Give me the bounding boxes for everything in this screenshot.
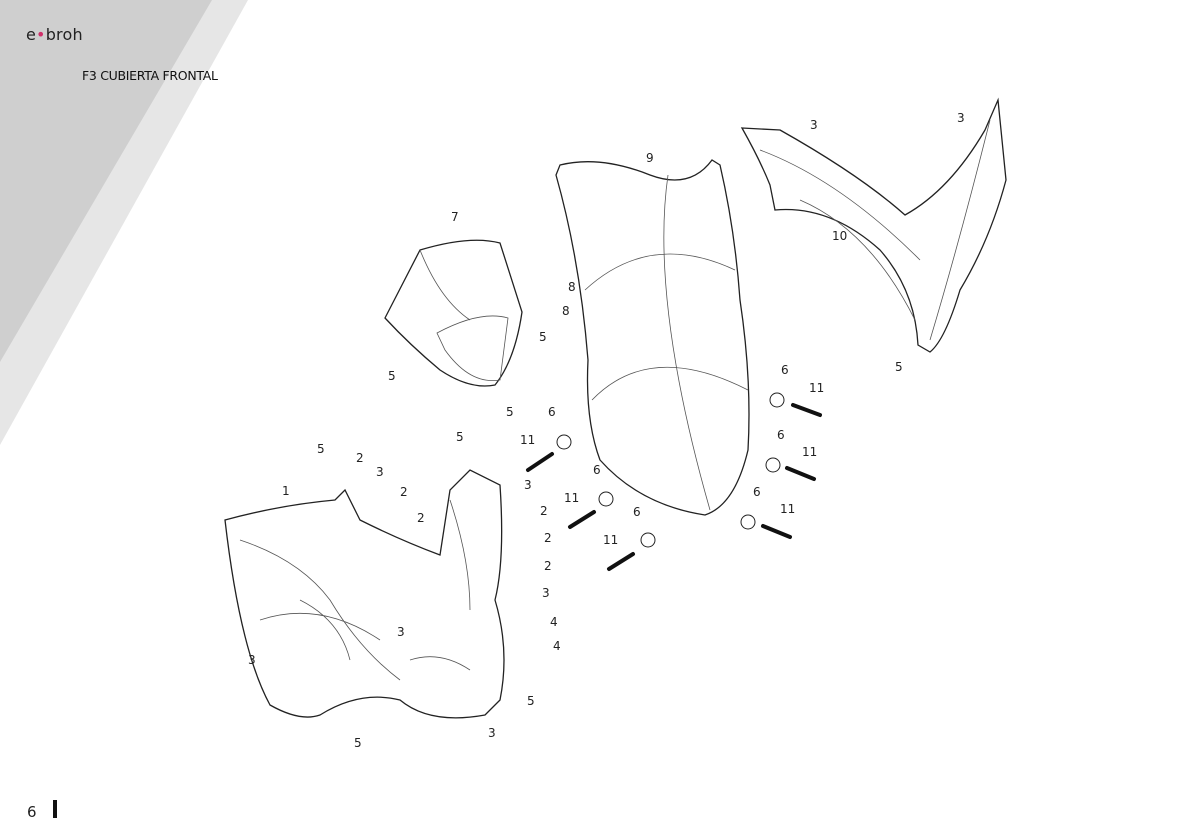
callout-label: 5 [527,694,535,708]
callout-label: 3 [248,653,256,667]
callout-label: 3 [957,111,965,125]
callout-label: 4 [550,615,558,629]
callout-label: 2 [540,504,548,518]
callout-label: 5 [895,360,903,374]
callout-label: 11 [564,491,579,505]
callout-label: 11 [802,445,817,459]
bolts [526,403,822,571]
callout-label: 5 [388,369,396,383]
callout-label: 6 [777,428,785,442]
section-title: F3 CUBIERTA FRONTAL [82,68,218,83]
washers [556,392,785,548]
callout-label: 8 [562,304,570,318]
page-number-bar [53,800,57,818]
callout-label: 11 [520,433,535,447]
callout-label: 11 [603,533,618,547]
callout-label: 6 [781,363,789,377]
callout-label: 3 [542,586,550,600]
page-number: 6 [27,803,37,821]
callout-label: 9 [646,151,654,165]
callout-label: 5 [354,736,362,750]
callout-label: 3 [488,726,496,740]
callout-label: 3 [397,625,405,639]
callout-label: 2 [400,485,408,499]
part-front-cover [224,469,505,719]
callout-label: 2 [544,531,552,545]
callout-label: 3 [810,118,818,132]
callout-label: 5 [506,405,514,419]
callout-label: 6 [633,505,641,519]
callout-label: 6 [548,405,556,419]
callout-label: 2 [417,511,425,525]
callout-label: 2 [544,559,552,573]
callout-labels: 1 2 2 2 2 2 2 3 3 3 3 3 3 3 3 4 4 5 5 5 … [248,111,965,750]
brand-logo: e•broh [26,25,83,44]
callout-label: 5 [317,442,325,456]
callout-label: 4 [553,639,561,653]
callout-label: 11 [780,502,795,516]
part-windshield [555,159,750,516]
callout-label: 6 [593,463,601,477]
callout-label: 1 [282,484,290,498]
callout-label: 11 [809,381,824,395]
callout-label: 7 [451,210,459,224]
callout-label: 5 [539,330,547,344]
callout-label: 6 [753,485,761,499]
callout-label: 10 [832,229,847,243]
callout-label: 2 [356,451,364,465]
part-visor [384,239,523,387]
callout-label: 8 [568,280,576,294]
callout-label: 3 [524,478,532,492]
callout-label: 3 [376,465,384,479]
callout-label: 5 [456,430,464,444]
part-inner-cover [740,97,1007,353]
